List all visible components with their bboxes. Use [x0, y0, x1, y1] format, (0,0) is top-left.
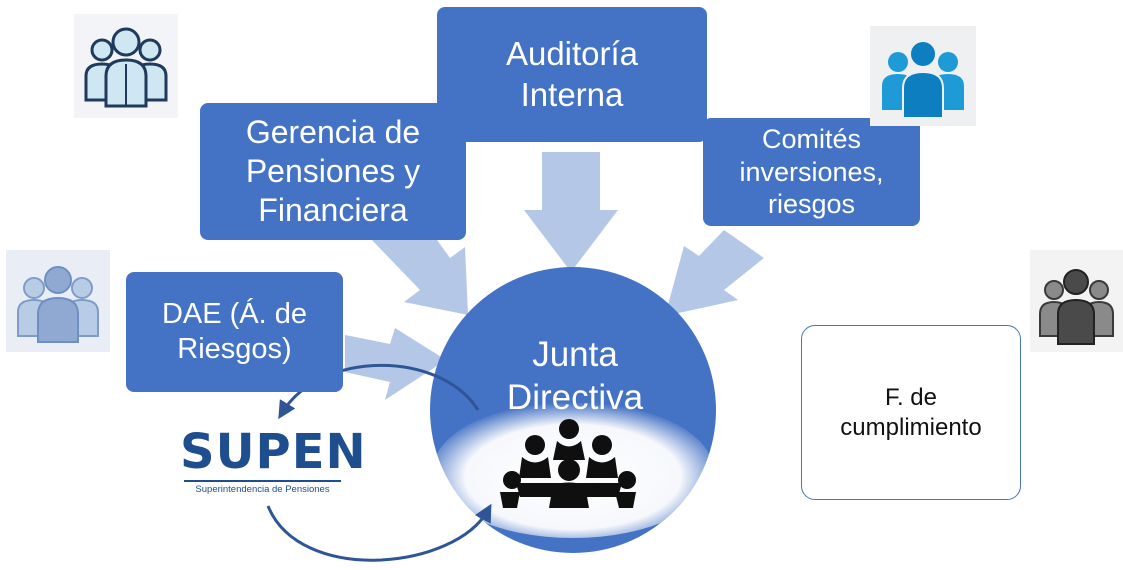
arrow-dae-to-junta — [345, 328, 446, 400]
dae-riesgos-label: DAE (Á. de Riesgos) — [161, 297, 308, 365]
curved-arrow-supen-to-junta — [266, 503, 492, 562]
people-group-icon — [870, 26, 976, 126]
people-group-icon — [74, 14, 178, 118]
arrow-comites-to-junta — [665, 230, 764, 316]
dae-riesgos-box: DAE (Á. de Riesgos) — [126, 272, 343, 392]
cumplimiento-box: F. de cumplimiento — [801, 325, 1021, 500]
gerencia-pensiones-label: Gerencia de Pensiones y Financiera — [245, 113, 421, 229]
arrow-auditoria-to-junta — [524, 152, 618, 272]
gerencia-pensiones-box: Gerencia de Pensiones y Financiera — [200, 103, 466, 240]
cumplimiento-label: F. de cumplimiento — [840, 383, 982, 441]
supen-logo-subtitle: Superintendencia de Pensiones — [195, 484, 330, 495]
auditoria-interna-box: Auditoría Interna — [437, 7, 707, 142]
curved-arrow-junta-to-supen — [278, 363, 480, 420]
people-group-icon — [1030, 250, 1123, 352]
junta-directiva-label: Junta Directiva — [506, 335, 644, 417]
comites-box: Comités inversiones, riesgos — [703, 118, 920, 226]
auditoria-interna-label: Auditoría Interna — [505, 35, 639, 113]
supen-logo: SUPEN Superintendencia de Pensiones — [180, 424, 367, 498]
comites-label: Comités inversiones, riesgos — [739, 123, 884, 220]
supen-logo-word: SUPEN — [180, 424, 367, 480]
people-group-icon — [6, 250, 110, 352]
meeting-table-icon — [500, 419, 636, 508]
supen-logo-rule — [184, 480, 341, 482]
